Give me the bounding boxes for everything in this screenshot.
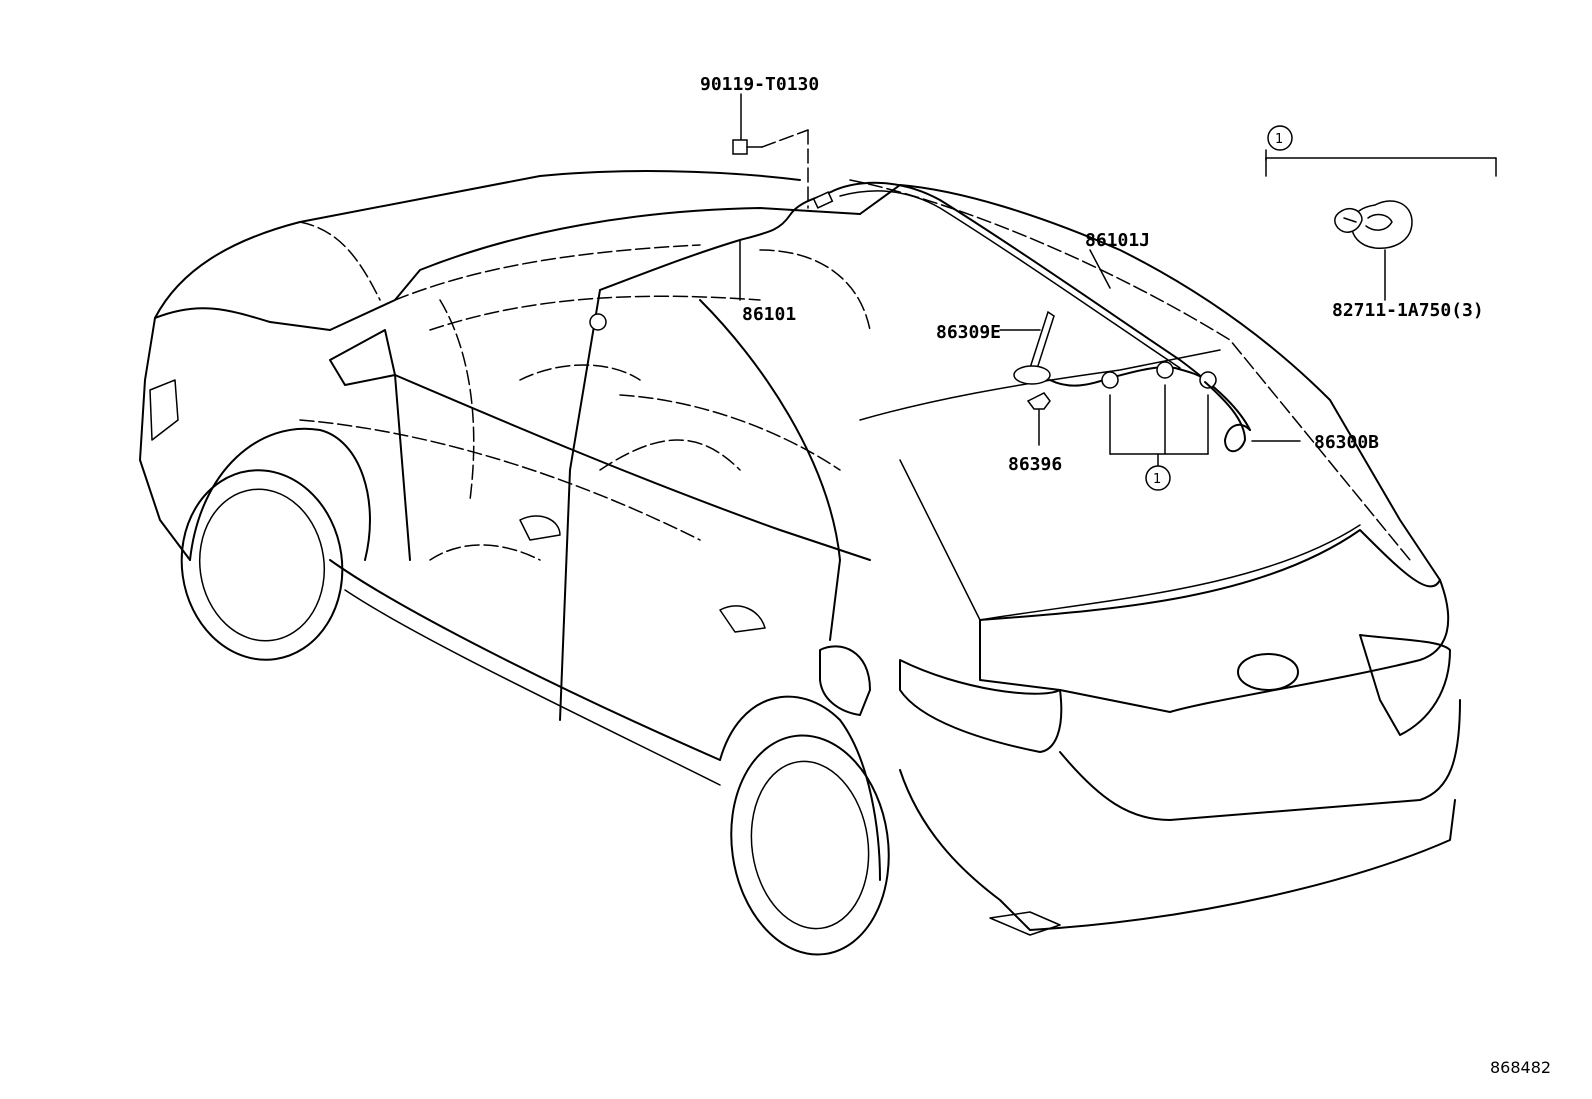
ref-number-group: 1 (1153, 472, 1161, 487)
label-antenna-base: 86300B (1314, 432, 1379, 453)
bolt-part (732, 93, 809, 209)
label-antenna-nut: 86396 (1008, 454, 1062, 475)
diagram-id: 868482 (1490, 1058, 1551, 1077)
antenna-cable-roof (834, 181, 1251, 431)
car-outline (139, 170, 1461, 956)
label-cable-front: 86101 (742, 304, 796, 325)
ref-circle-group (1145, 465, 1171, 491)
label-clamp: 82711-1A750(3) (1332, 300, 1484, 321)
antenna-base-part (1013, 361, 1251, 453)
label-bolt: 90119-T0130 (700, 74, 819, 95)
antenna-rod-part (999, 310, 1055, 374)
antenna-cable-front (589, 189, 836, 331)
ref-number-detail: 1 (1275, 132, 1283, 147)
ref-circle-detail (1267, 125, 1293, 151)
nut-part (1026, 392, 1051, 446)
clamp-detail (1265, 125, 1497, 301)
label-cable-roof: 86101J (1085, 230, 1150, 251)
label-antenna-rod: 86309E (936, 322, 1001, 343)
clamp-group-bracket (1109, 384, 1209, 491)
